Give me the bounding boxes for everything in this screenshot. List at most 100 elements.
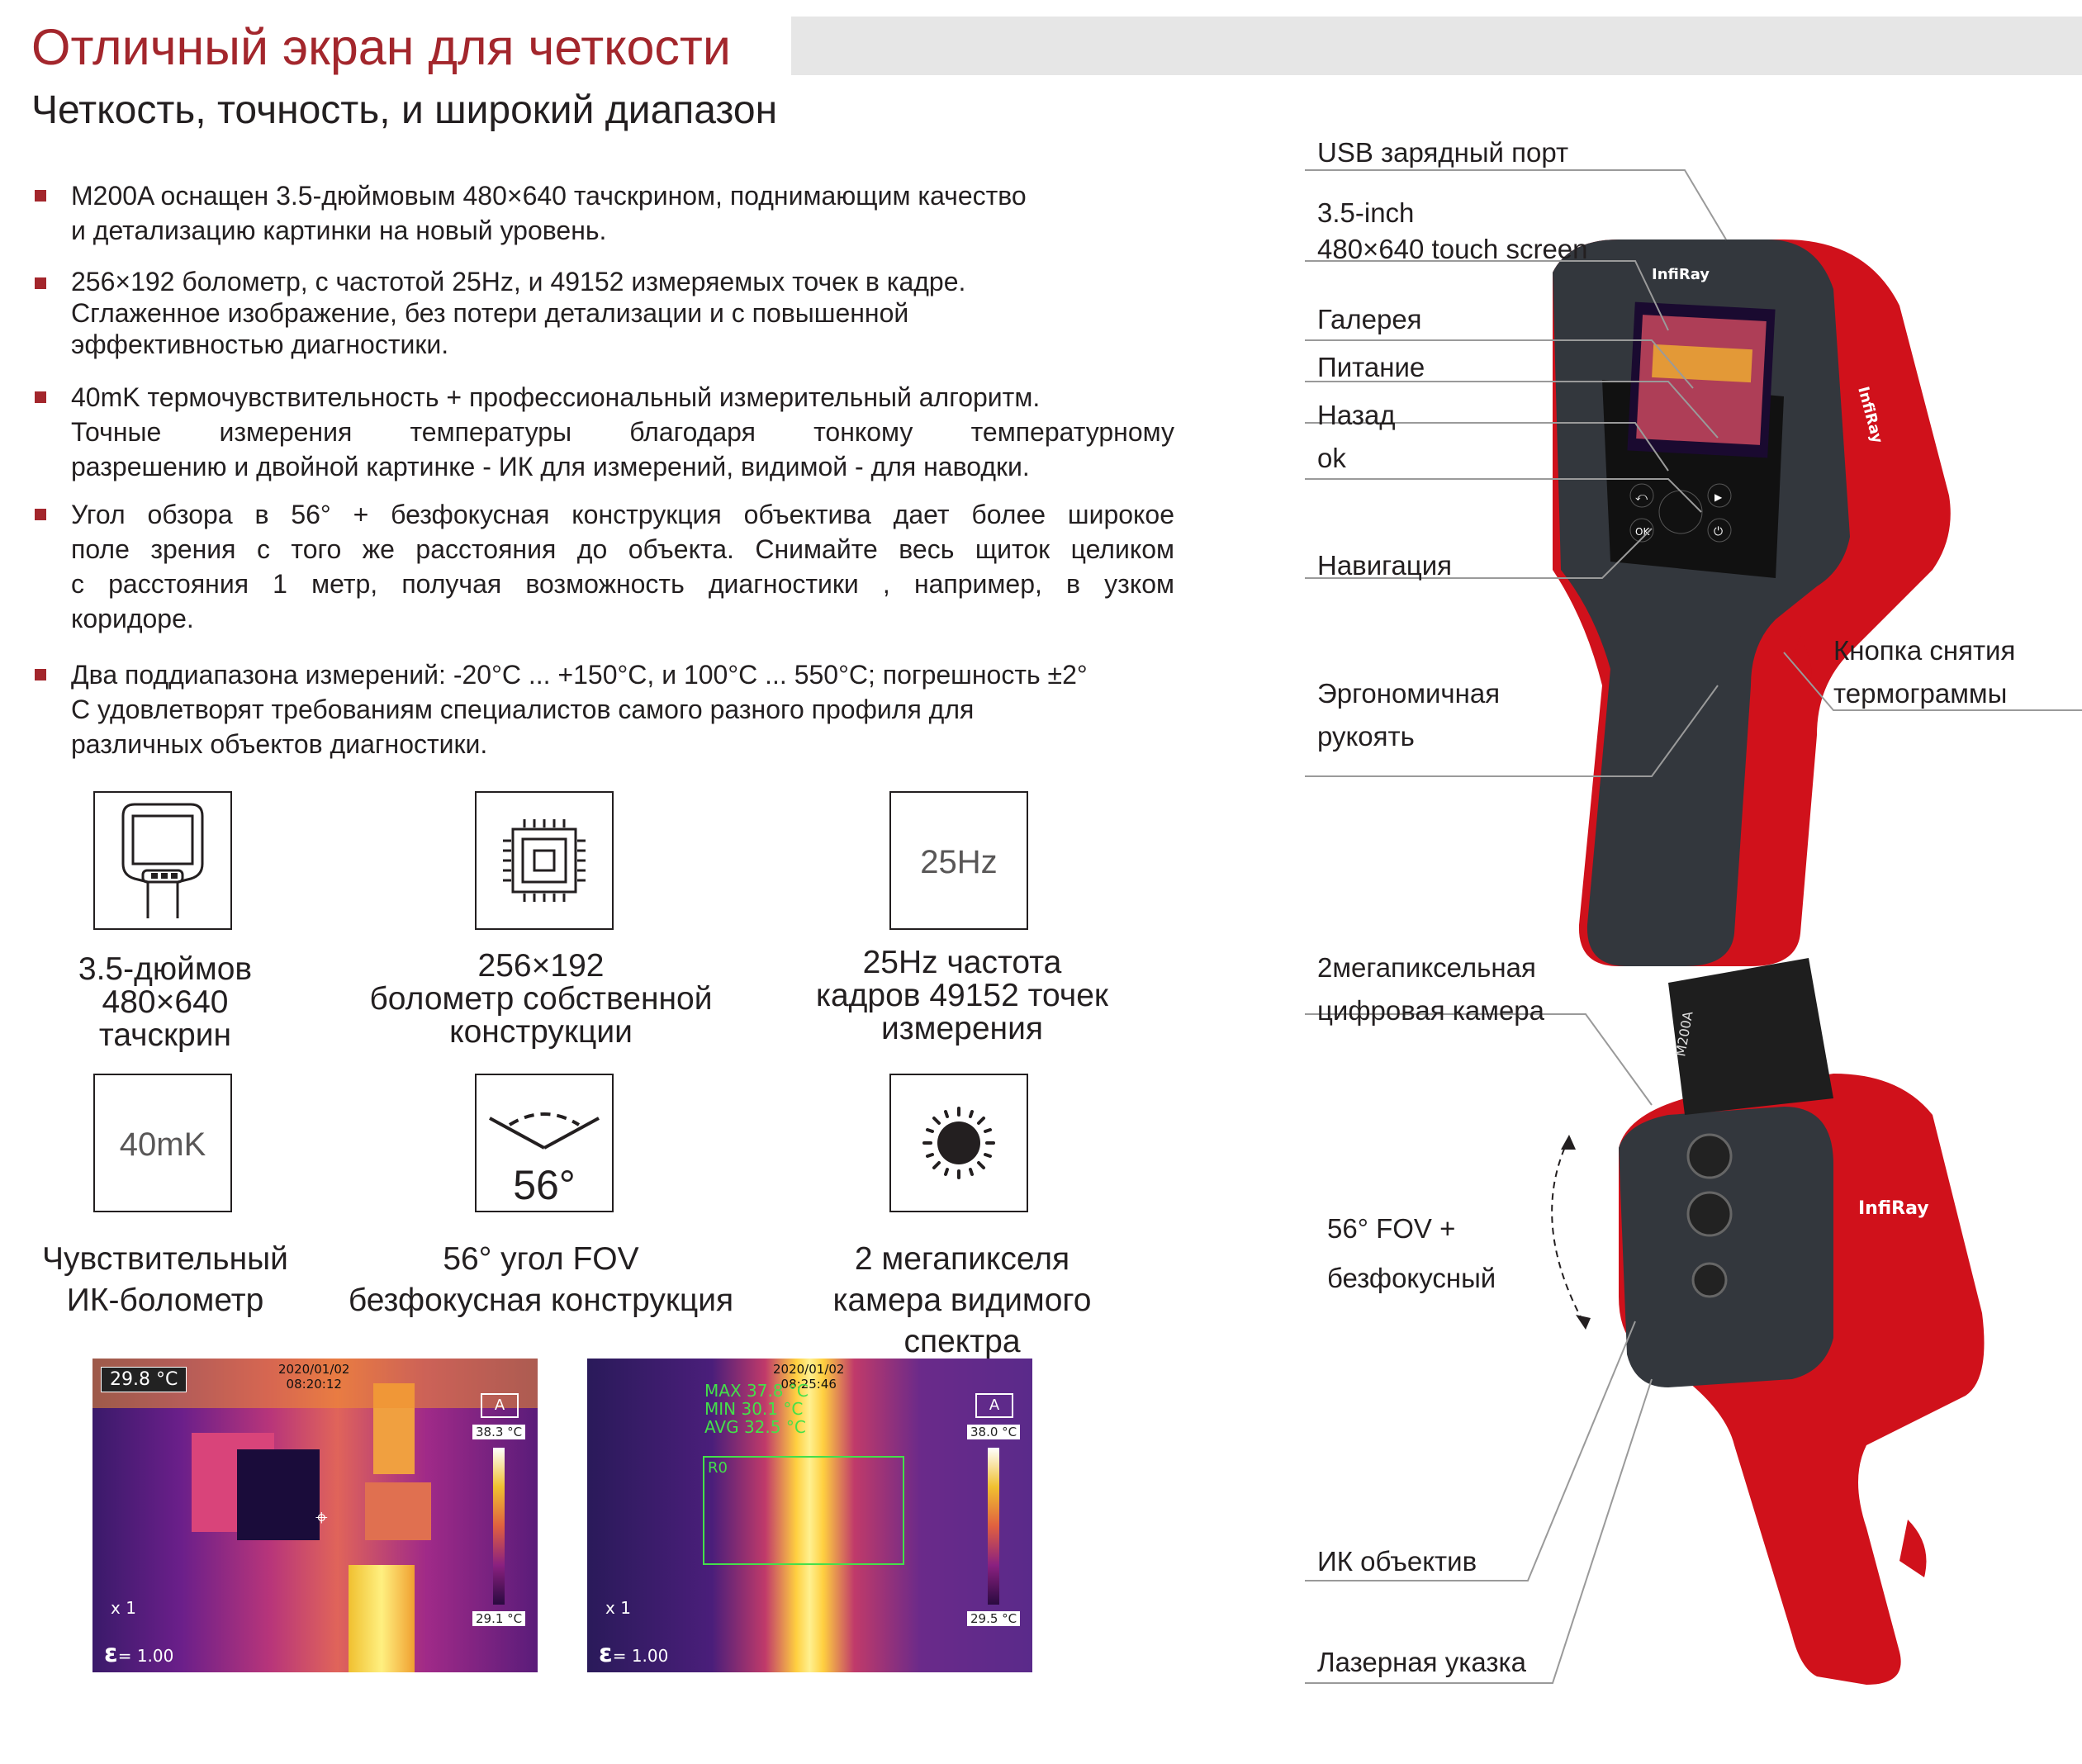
caption-line: 480×640 [102,984,229,1020]
max-temp-label: 38.3 °C [472,1425,526,1439]
gallery-icon: ▶ [1714,491,1723,503]
back-icon: ⤺ [1635,491,1648,504]
callout-power: Питание [1317,352,1425,382]
page-title: Отличный экран для четкости [31,19,731,75]
thermal-region [349,1565,415,1672]
callout-gallery: Галерея [1317,304,1422,334]
caption-line: измерения [881,1011,1043,1046]
chip-icon [475,791,614,930]
time-text: 08:25:46 [780,1377,837,1392]
date-text: 2020/01/02 [278,1362,350,1377]
bullet-line: коридоре. [71,604,194,633]
callout-navigation: Навигация [1317,550,1453,581]
sun-icon [889,1074,1028,1212]
mode-indicator: A [481,1393,519,1418]
sensitivity-value: 40mK [119,1126,206,1163]
caption-line: камера видимого спектра [832,1283,1092,1359]
roi-rectangle [703,1456,904,1565]
epsilon-icon: ε [104,1639,118,1668]
date-text: 2020/01/02 [773,1362,845,1377]
callout-usb-port: USB зарядный порт [1317,137,1569,168]
measurement-stats: MAX 37.8 °C MIN 30.1 °C AVG 32.5 °C [704,1382,809,1436]
callout-lines [1305,169,2082,1684]
bullet-line: 40mK термочувствительность + профессиона… [71,382,1041,412]
max-temp-label: 38.0 °C [967,1425,1021,1439]
bullet-line: и детализацию картинки на новый уровень. [71,216,607,245]
callout-digital-camera: 2мегапиксельная цифровая камера [1317,952,1545,1026]
caption-line: кадров 49152 точек [816,978,1108,1013]
frequency-value: 25Hz [920,844,998,880]
caption-line: 25Hz частота [862,945,1062,980]
caption-line: болометр собственной [369,981,713,1017]
feature-caption-fov: 56° угол FOV безфокусная конструкция [330,1239,752,1321]
thermal-image-panel: 29.8 °C 2020/01/02 08:20:12 A 38.3 °C 29… [92,1359,538,1672]
title-bar-decoration [791,17,2082,75]
bullet-line: разрешению и двойной картинке - ИК для и… [71,452,1030,481]
bullet-line: поле зрения с того же расстояния до объе… [71,534,1174,564]
callout-touch-screen: 3.5-inch 480×640 touch screen [1317,197,1588,264]
timestamp: 2020/01/02 08:20:12 [278,1362,349,1392]
feature-caption-frequency: 25Hz частота кадров 49152 точек измерени… [776,946,1148,1046]
bullet-line: С удовлетворят требованиям специалистов … [71,695,975,724]
power-icon: ⏻ [1714,525,1723,538]
crosshair-icon: ⌖ [315,1506,328,1530]
emissivity-readout: ε= 1.00 [599,1639,668,1668]
caption-line: 256×192 [477,948,605,984]
min-temp-label: 29.5 °C [967,1611,1021,1626]
fov-angle-icon: 56° [475,1074,614,1212]
caption-line: ИК-болометр [66,1283,264,1318]
color-scale-bar [988,1448,999,1605]
spot-temperature: 29.8 °C [101,1367,187,1392]
page-subtitle: Четкость, точность, и широкий диапазон [31,88,778,132]
device-front-illustration: OK ⤺ ⏻ ▶ InfiRay InfiRay [1553,239,1951,966]
bullet-line: Угол обзора в 56° + безфокусная конструк… [71,500,1174,529]
caption-line: тачскрин [98,1017,232,1053]
bullet-line: M200A оснащен 3.5-дюймовым 480×640 тачск… [71,181,1027,211]
time-text: 08:20:12 [286,1377,342,1392]
bullet-line: эффективностью диагностики. [71,330,449,359]
bullet-line: Два поддиапазона измерений: -20°C ... +1… [71,660,1088,690]
bullet-marker [35,509,46,520]
callout-capture-button: Кнопка снятия термограммы [1833,635,2016,709]
mode-indicator: A [975,1393,1013,1418]
callout-laser-pointer: Лазерная указка [1317,1647,1527,1677]
emissivity-value: = 1.00 [117,1646,174,1666]
bullet-line: с расстояния 1 метр, получая возможность… [71,569,1174,599]
bullet-marker [35,669,46,680]
stat-max: MAX 37.8 °C [704,1381,809,1401]
brand-logo-rear: InfiRay [1858,1198,1929,1219]
bullet-marker [35,190,46,202]
stat-avg: AVG 32.5 °C [704,1417,806,1437]
feature-caption-camera: 2 мегапикселя камера видимого спектра [776,1239,1148,1363]
callout-ir-lens: ИК объектив [1317,1546,1477,1577]
thermal-region [365,1482,431,1540]
bullet-item: Угол обзора в 56° + безфокусная конструк… [35,497,1174,636]
zoom-level: x 1 [605,1598,631,1618]
caption-line: конструкции [449,1014,633,1050]
bullet-line: Сглаженное изображение, без потери детал… [71,298,909,328]
caption-line: безфокусная конструкция [348,1283,734,1318]
sensitivity-icon: 40mK [93,1074,232,1212]
bullet-line: различных объектов диагностики. [71,729,488,759]
device-rear-illustration: M200A InfiRay [1619,958,1985,1685]
emissivity-value: = 1.00 [612,1646,669,1666]
callout-fov: 56° FOV + безфокусный [1327,1213,1496,1293]
bullet-line: Точные измерения температуры благодаря т… [71,417,1174,447]
bullet-item: 40mK термочувствительность + профессиона… [35,380,1174,484]
touchscreen-device-icon [93,791,232,930]
bullet-marker [35,391,46,403]
roi-label: R0 [708,1459,728,1477]
feature-caption-sensitivity: Чувствительный ИК-болометр [33,1239,297,1321]
feature-caption-touchscreen: 3.5-дюймов 480×640 тачскрин [33,953,297,1052]
brand-logo: InfiRay [1652,266,1710,283]
stat-min: MIN 30.1 °C [704,1399,804,1419]
zoom-level: x 1 [111,1598,136,1618]
emissivity-readout: ε= 1.00 [104,1639,173,1668]
bullet-marker [35,277,46,289]
bullet-item: Два поддиапазона измерений: -20°C ... +1… [35,657,1141,761]
epsilon-icon: ε [599,1639,613,1668]
feature-caption-bolometer: 256×192 болометр собственной конструкции [330,950,752,1049]
caption-line: 2 мегапикселя [854,1241,1070,1277]
thermal-region [237,1449,320,1540]
bullet-item: 256×192 болометр, с частотой 25Hz, и 491… [35,266,1141,360]
